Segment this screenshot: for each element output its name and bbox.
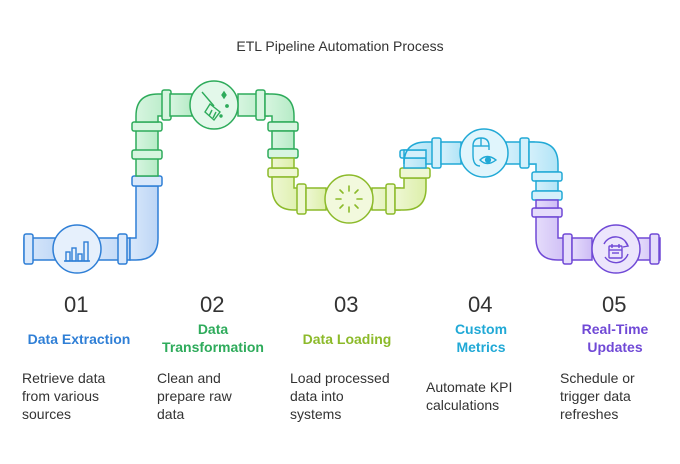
step-3-desc-line: systems: [290, 406, 342, 422]
step-5-title-line: Real-Time: [581, 321, 649, 337]
step-4-number: 04: [468, 292, 493, 317]
mouse-eye-icon: [472, 137, 498, 167]
step-5-hub: [591, 224, 641, 274]
step-1-desc-line: sources: [22, 406, 72, 422]
step-4-desc-line: Automate KPI: [426, 379, 513, 395]
step-5-desc-line: Schedule or: [560, 370, 635, 386]
diagram-title: ETL Pipeline Automation Process: [236, 38, 444, 54]
step-5-desc-line: trigger data: [560, 388, 631, 404]
bar-chart-icon: [64, 241, 90, 262]
loader-icon: [335, 185, 363, 213]
pipe-segment-1: [23, 175, 163, 265]
pipe-segment-5: [531, 199, 661, 265]
step-2-title-line: Data: [197, 321, 229, 337]
step-3-number: 03: [334, 292, 359, 317]
pipe-segment-4: [399, 137, 563, 201]
step-4-description: Automate KPI calculations: [426, 378, 556, 414]
step-2-desc-line: Clean and: [157, 370, 221, 386]
step-3-desc-line: Load processed: [290, 370, 390, 386]
step-1-description: Retrieve data from various sources: [22, 369, 152, 423]
step-3-description: Load processed data into systems: [290, 369, 420, 423]
step-4-title: Custom Metrics: [416, 320, 546, 356]
step-1-desc-line: from various: [22, 388, 100, 404]
step-5-title-line: Updates: [587, 339, 643, 355]
step-2-title-line: Transformation: [162, 339, 264, 355]
step-1-hub: [52, 224, 102, 274]
step-3-title: Data Loading: [302, 331, 392, 347]
step-4-title-line: Metrics: [456, 339, 506, 355]
step-2-number: 02: [200, 292, 225, 317]
pipe-segment-2: [131, 89, 299, 177]
step-2-title: Data Transformation: [148, 320, 278, 356]
step-5-title: Real-Time Updates: [550, 320, 680, 356]
step-1-desc-line: Retrieve data: [22, 370, 106, 386]
step-2-desc-line: data: [157, 406, 185, 422]
broom-icon: [201, 90, 229, 122]
refresh-schedule-icon: [603, 236, 630, 264]
step-1-title: Data Extraction: [27, 331, 131, 347]
step-2-description: Clean and prepare raw data: [157, 369, 287, 423]
step-5-desc-line: refreshes: [560, 406, 619, 422]
step-5-description: Schedule or trigger data refreshes: [560, 369, 680, 423]
step-4-desc-line: calculations: [426, 397, 500, 413]
step-3-hub: [324, 174, 374, 224]
pipe-segment-3: [267, 157, 431, 215]
step-1-number: 01: [64, 292, 89, 317]
step-4-hub: [459, 128, 509, 178]
step-5-number: 05: [602, 292, 627, 317]
step-4-title-line: Custom: [454, 321, 508, 337]
step-2-desc-line: prepare raw: [157, 388, 232, 404]
step-3-desc-line: data into: [290, 388, 344, 404]
